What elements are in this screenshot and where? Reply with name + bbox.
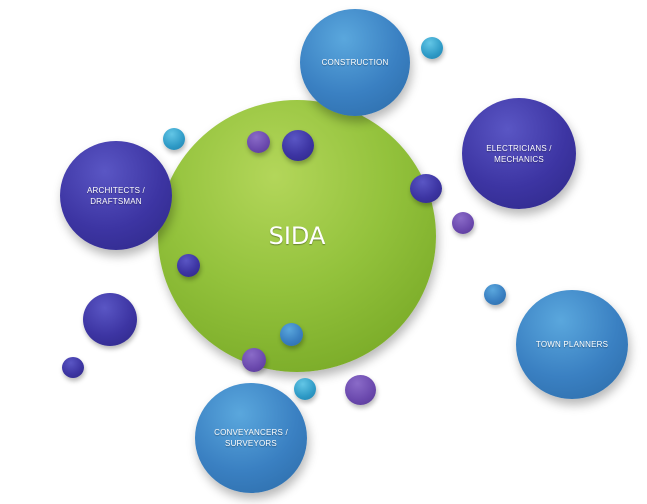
node-architects-draftsman: ARCHITECTS / DRAFTSMAN	[60, 141, 172, 250]
decorative-dot	[294, 378, 316, 400]
decorative-dot	[242, 348, 266, 372]
decorative-dot	[345, 375, 376, 405]
decorative-dot	[280, 323, 303, 346]
node-electricians-mechanics: ELECTRICIANS / MECHANICS	[462, 98, 576, 209]
node-construction-label: CONSTRUCTION	[321, 58, 389, 67]
node-electricians-label: ELECTRICIANS / MECHANICS	[486, 143, 552, 164]
node-conveyancers-label: CONVEYANCERS / SURVEYORS	[214, 428, 288, 448]
decorative-dot	[282, 130, 314, 161]
decorative-dot	[177, 254, 200, 277]
node-town-planners-label: TOWN PLANNERS	[535, 340, 609, 349]
decorative-dot	[484, 284, 506, 305]
node-town-planners: TOWN PLANNERS	[516, 290, 628, 399]
node-architects-label: ARCHITECTS / DRAFTSMAN	[87, 185, 145, 206]
node-conveyancers-surveyors: CONVEYANCERS / SURVEYORS	[195, 383, 307, 493]
decorative-dot	[410, 174, 442, 203]
decorative-dot	[62, 357, 84, 378]
decorative-dot	[421, 37, 443, 59]
decorative-dot	[247, 131, 270, 153]
center-label: SIDA	[268, 222, 326, 250]
decorative-dot	[163, 128, 185, 150]
decorative-dot	[452, 212, 474, 234]
decorative-circle-large	[83, 293, 137, 346]
node-construction: CONSTRUCTION	[300, 9, 410, 116]
